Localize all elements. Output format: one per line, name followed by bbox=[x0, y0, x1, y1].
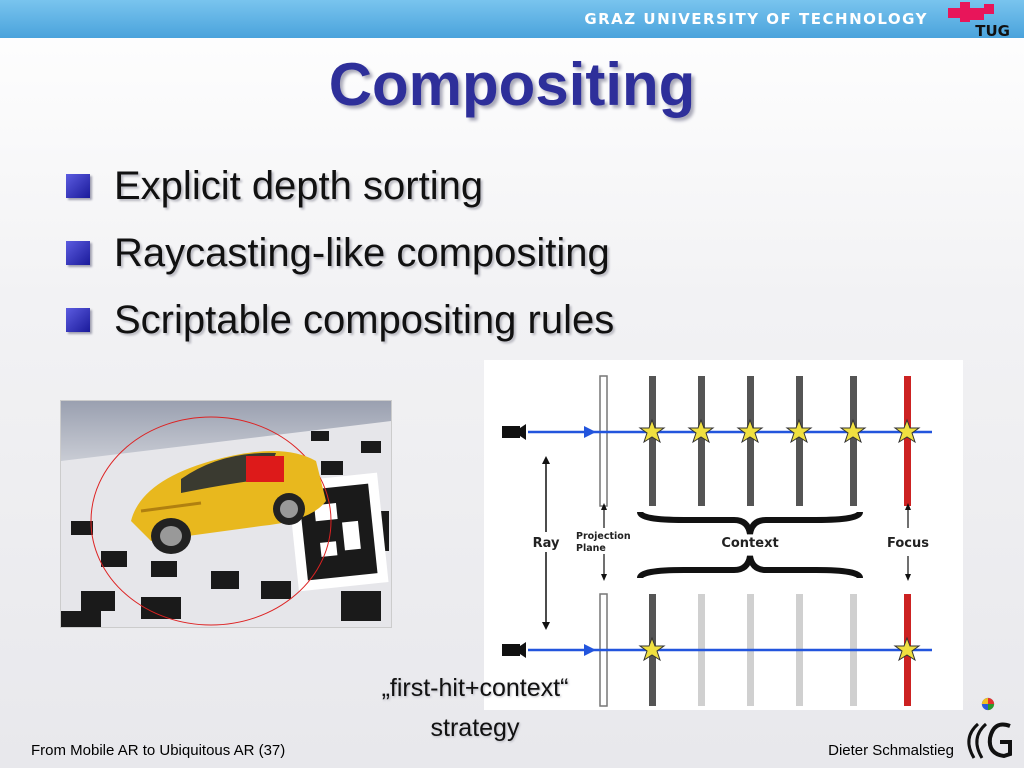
bottom-ray-row bbox=[502, 593, 932, 707]
bullet-text: Raycasting-like compositing bbox=[114, 231, 610, 275]
square-bullet-icon bbox=[66, 308, 90, 332]
ray-label: Ray bbox=[533, 536, 560, 551]
focus-label: Focus bbox=[887, 536, 929, 551]
bullet-item: Scriptable compositing rules bbox=[66, 294, 614, 361]
caption-line-1: „first-hit+context“ bbox=[381, 674, 569, 702]
top-ray-row bbox=[502, 375, 932, 507]
tug-logo-text: TUG bbox=[975, 22, 1010, 40]
bullet-item: Explicit depth sorting bbox=[66, 160, 614, 227]
tug-logo-icon bbox=[948, 2, 994, 22]
bullet-text: Explicit depth sorting bbox=[114, 164, 484, 208]
square-bullet-icon bbox=[66, 174, 90, 198]
caption-line-2: strategy bbox=[430, 714, 520, 742]
bullet-text: Scriptable compositing rules bbox=[114, 298, 615, 342]
projection-plane-label-1: Projection bbox=[576, 531, 631, 542]
compositing-diagram: Ray Projection Plane Context Focus bbox=[484, 360, 963, 710]
camera-icon bbox=[502, 642, 526, 658]
camera-icon bbox=[502, 424, 526, 440]
bullet-list: Explicit depth sorting Raycasting-like c… bbox=[66, 160, 614, 361]
context-label: Context bbox=[721, 536, 778, 551]
footer-left: From Mobile AR to Ubiquitous AR (37) bbox=[31, 742, 286, 759]
square-bullet-icon bbox=[66, 241, 90, 265]
institute-logo-icon bbox=[967, 697, 1012, 759]
header-bar: GRAZ UNIVERSITY OF TECHNOLOGY bbox=[0, 0, 1024, 38]
bullet-item: Raycasting-like compositing bbox=[66, 227, 614, 294]
diagram-caption: „first-hit+context“ strategy bbox=[330, 668, 620, 748]
university-name: GRAZ UNIVERSITY OF TECHNOLOGY bbox=[584, 10, 928, 28]
slide-title: Compositing bbox=[328, 51, 696, 118]
footer-author: Dieter Schmalstieg bbox=[828, 742, 954, 759]
projection-plane-label-2: Plane bbox=[576, 543, 606, 554]
ar-car-photo bbox=[60, 400, 392, 628]
